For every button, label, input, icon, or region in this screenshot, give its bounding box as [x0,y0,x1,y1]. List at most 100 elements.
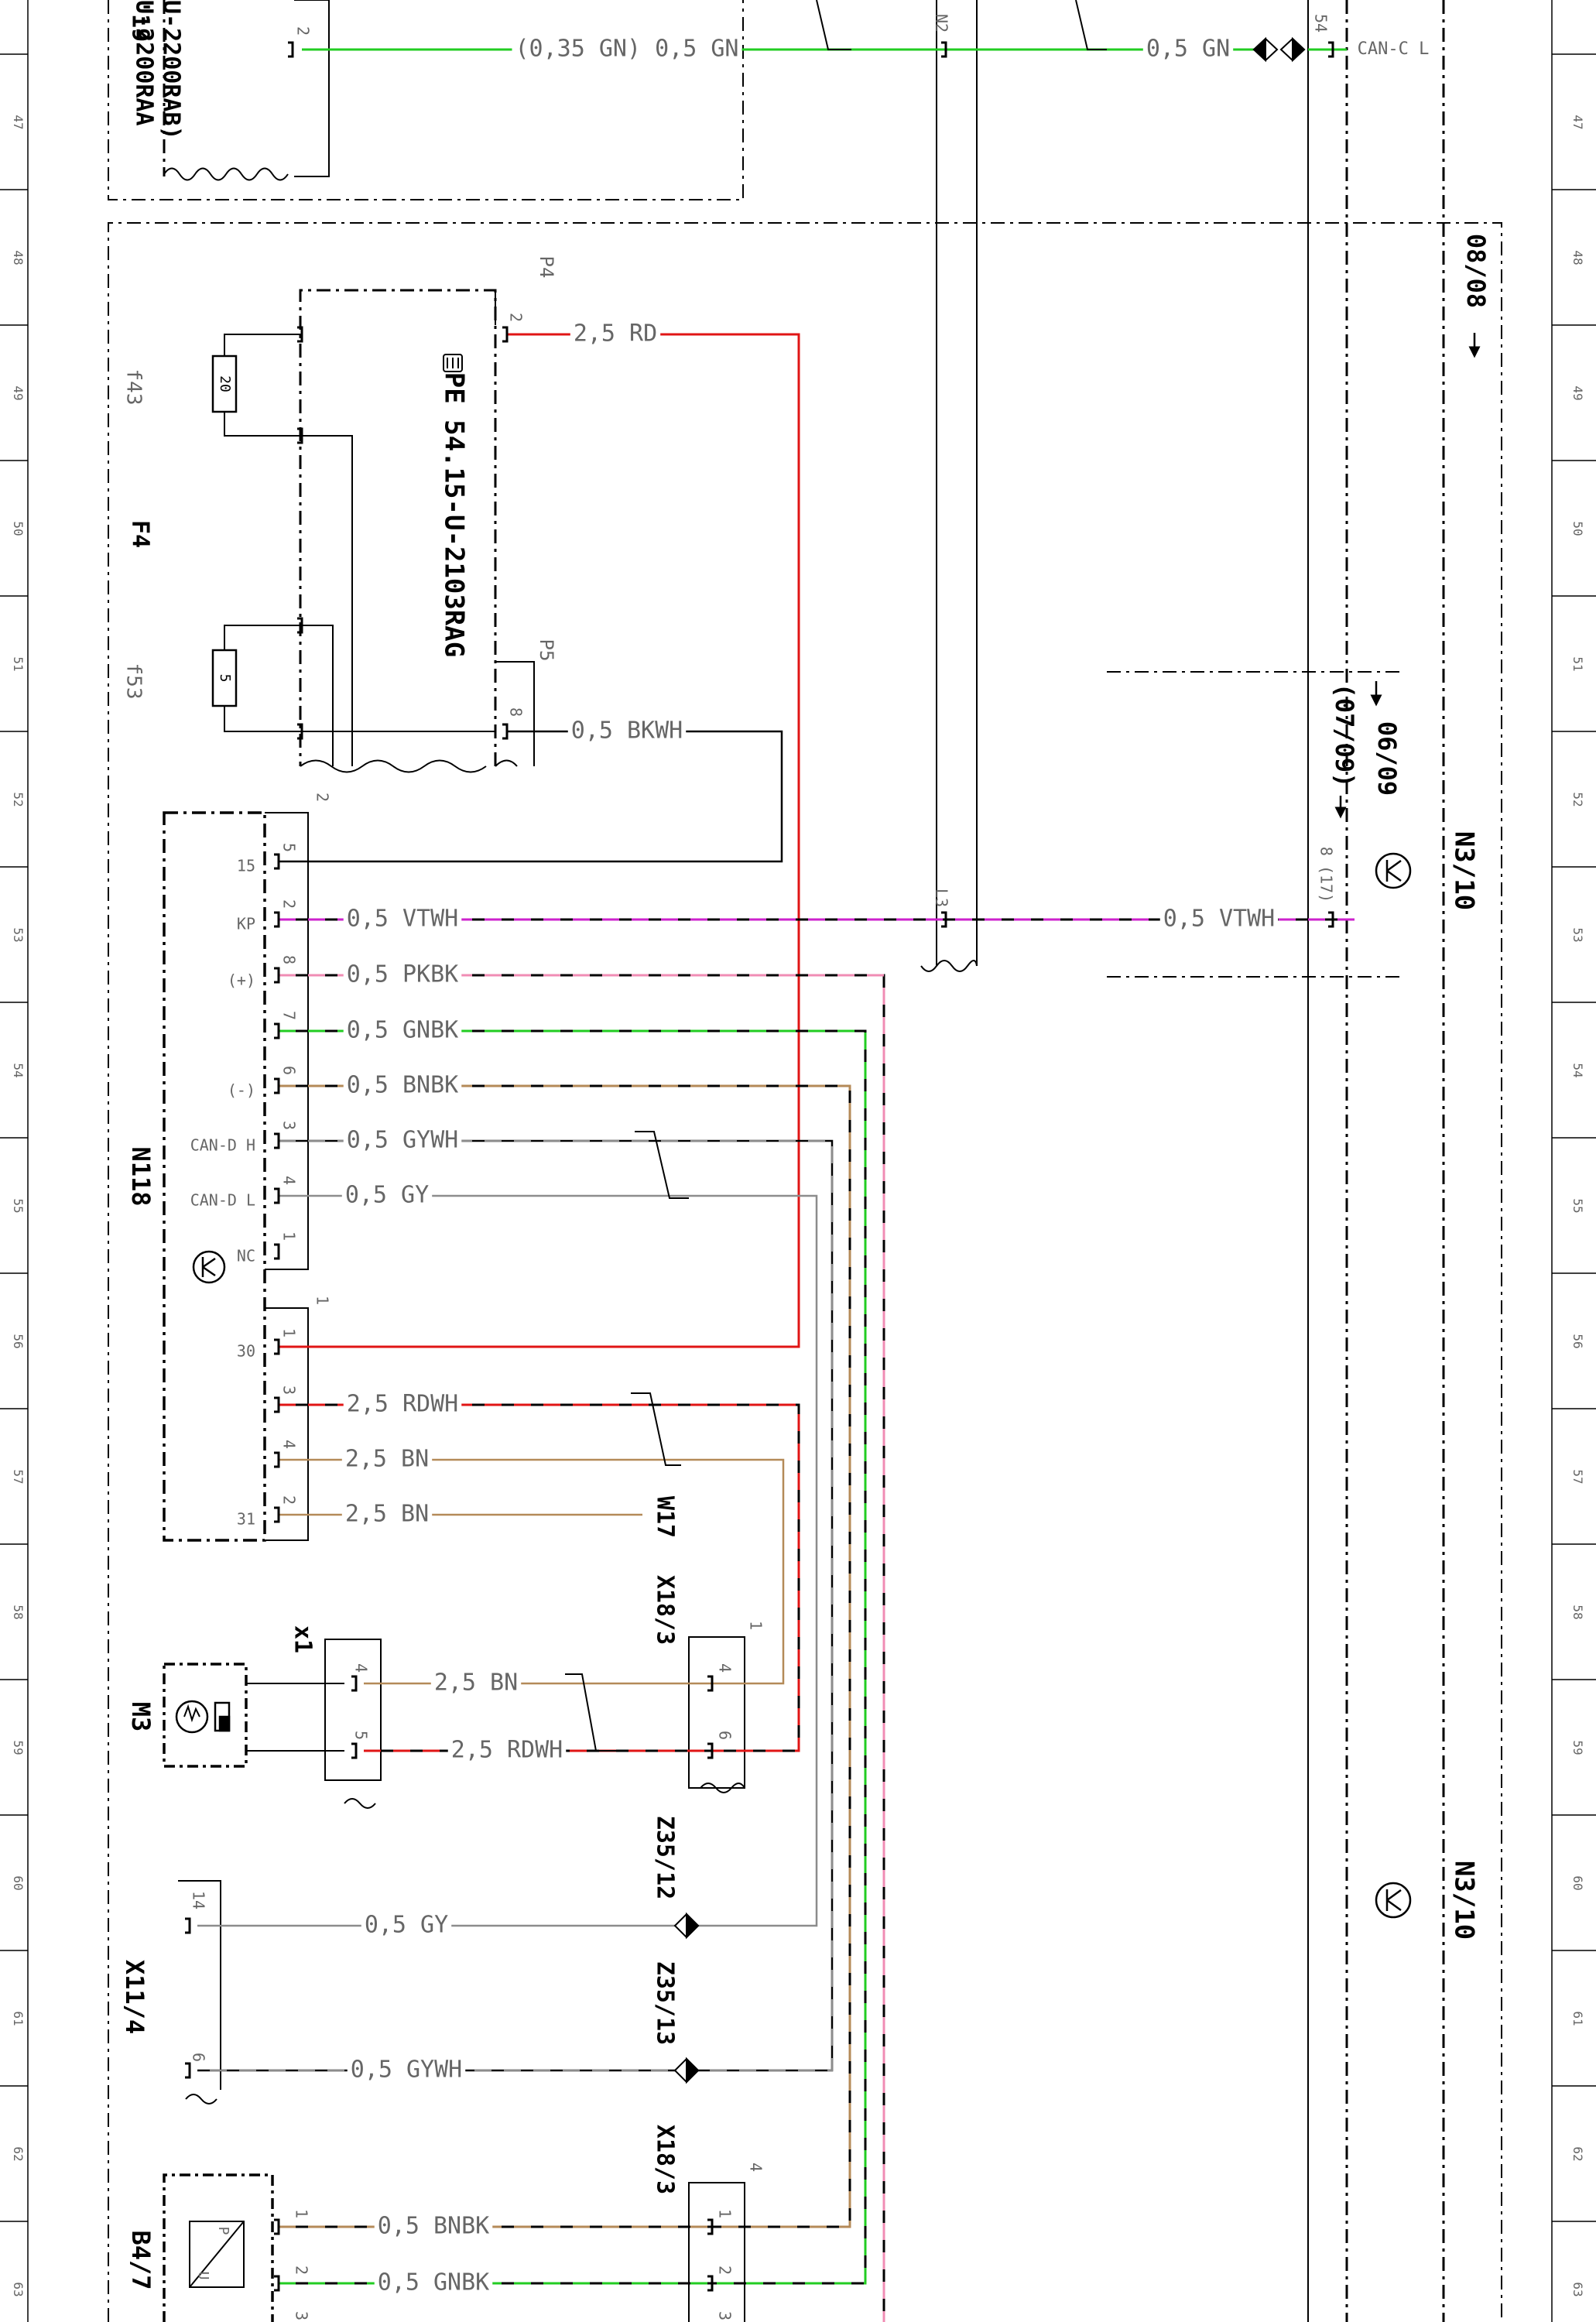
row-number-left: 53 [11,927,26,942]
row-number-left: 48 [11,250,26,265]
break-marks [163,167,978,2105]
pin-label: 8 [507,707,526,717]
row-number-left: 49 [11,385,26,400]
pin-stub [185,2062,191,2079]
component-label-n118: N118 [126,1146,156,1206]
control-unit-symbols [192,852,1412,1919]
label-background [512,35,742,63]
wire-label-rdwh: 2,5 RDWH [347,1391,459,1418]
pin-label: 2 [293,2265,311,2275]
pin-label: 2 [716,2265,735,2275]
fuse-block-label-f4: F4 [127,520,154,548]
label-background [1142,35,1234,63]
terminal-label-kp: KP [237,915,255,933]
sensor-label-u: U [195,2272,211,2280]
label-background [343,905,462,933]
connector-label-z35-12: Z35/12 [652,1816,679,1899]
row-number-left: 57 [11,1469,26,1484]
fuse-label-f43: f43 [122,369,146,406]
pin-label: 3 [716,2311,735,2320]
pin-stub [941,41,947,58]
fuse-label-f53: f53 [122,663,146,700]
pin-stub [502,326,509,343]
wire-label-gnbk: 0,5 GNBK [347,1017,459,1044]
pin-label: 1 [313,1296,332,1305]
component-label-top-2: U-2200RAB) [158,0,185,140]
row-number-right: 52 [1570,792,1585,807]
connector-label-z35-13: Z35/13 [652,1961,679,2045]
terminal-label-31: 31 [237,1510,255,1529]
pin-label: 1 [747,1621,765,1630]
row-number-right: 62 [1570,2146,1585,2161]
connector-label-n2: N2 [933,14,951,33]
pin-stub [274,1187,280,1204]
wire-label-pkbk: 0,5 PKBK [347,961,459,988]
pin-stub [274,1451,280,1468]
pin-label: 1 [716,2209,735,2218]
label-background [570,320,661,348]
label-background [374,2269,493,2296]
pin-label: 8 (17) [1317,847,1336,902]
pin-stub [274,1396,280,1413]
label-background [343,1071,462,1099]
row-number-right: 54 [1570,1063,1585,1077]
wire-label-bkwh: 0,5 BKWH [571,717,683,745]
label-background [567,717,687,745]
pin-stub [297,427,303,444]
label-background [343,1390,462,1418]
label-background [374,2212,493,2240]
wire-label-rd: 2,5 RD [574,320,657,348]
terminal-label-plus: (+) [228,971,255,990]
label-background [361,1911,452,1939]
reference-label-pe: PE 54.15-U-2103RAG [439,372,470,657]
resistor-value-20: 20 [217,375,233,392]
wire-label-bnbk: 0,5 BNBK [347,1072,459,1099]
connector-outlines [178,0,1309,2322]
wire-label-bnbk-2: 0,5 BNBK [378,2213,490,2240]
reference-label-06-09: 06/09 [1372,721,1402,796]
label-background [347,2056,466,2084]
row-number-right: 61 [1570,2011,1585,2026]
pin-label: 1 [293,2209,311,2218]
terminal-label-15: 15 [237,857,255,875]
pin-stub [941,911,947,928]
label-background [1159,905,1279,933]
pin-stub [707,1742,714,1759]
pin-stub [1328,41,1334,58]
row-number-left: 63 [11,2282,26,2296]
connector-label-x18-3-b: X18/3 [652,2125,679,2194]
row-number-left: 52 [11,792,26,807]
label-background [447,1736,567,1764]
pin-label: 1 [280,1231,299,1241]
label-background [341,1445,433,1473]
terminal-label-can-h: CAN-D H [190,1136,255,1155]
row-number-right: 58 [1570,1605,1585,1619]
row-number-left: 51 [11,656,26,671]
row-number-left: 60 [11,1875,26,1890]
pin-label: 4 [280,1176,299,1185]
component-label-top-3: '19 [127,0,154,42]
pin-stub [288,41,294,58]
pin-stub [274,853,280,870]
label-background [341,1500,433,1528]
pin-label: 4 [280,1440,299,1449]
row-number-left: 54 [11,1063,26,1077]
row-number-left: 61 [11,2011,26,2026]
connector-label-x18-3: X18/3 [652,1575,679,1645]
row-number-right: 60 [1570,1875,1585,1890]
pin-stub [185,1917,191,1934]
wire-label-vtwh: 0,5 VTWH [347,906,459,933]
pin-label: 2 [280,1495,299,1505]
wire-label-gywh-2: 0,5 GYWH [351,2057,463,2084]
pin-label: 5 [352,1731,371,1740]
pressure-sensor-symbol [189,2221,245,2288]
pin-stub [274,1077,280,1094]
wire-label-top-gn: (0,35 GN) 0,5 GN [515,36,739,63]
pin-stub [707,1675,714,1692]
pin-stub [274,1132,280,1149]
terminal-label-can-l: CAN-D L [190,1191,255,1210]
row-number-left: 56 [11,1334,26,1348]
